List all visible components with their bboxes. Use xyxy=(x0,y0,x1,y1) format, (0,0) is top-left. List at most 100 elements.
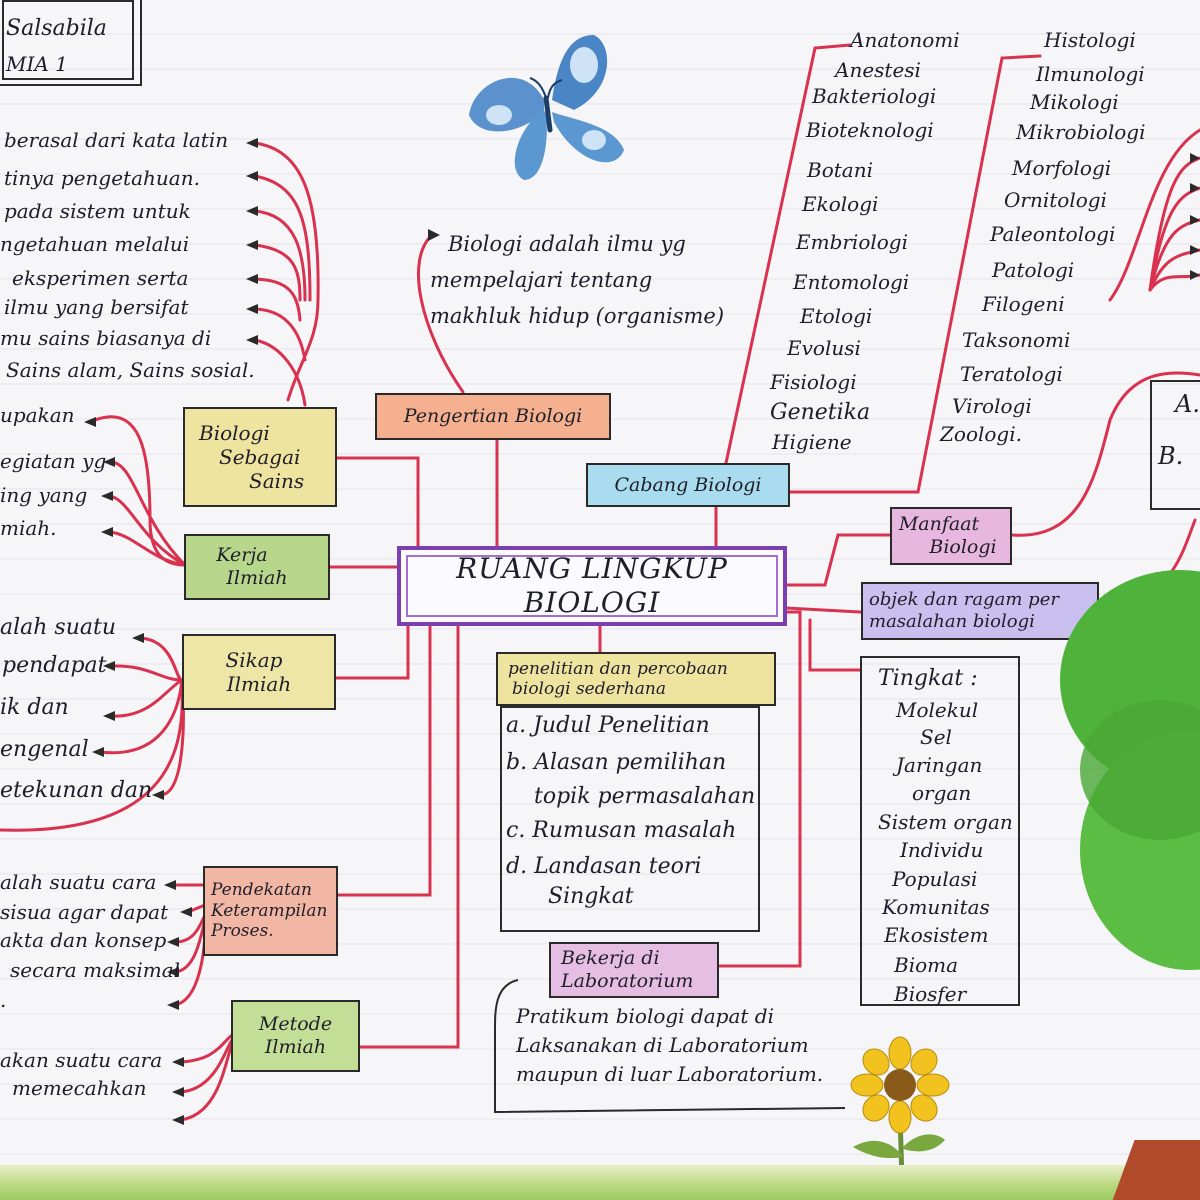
sains-line: pada sistem untuk xyxy=(4,199,191,223)
pengertian-title: Pengertian Biologi xyxy=(403,405,583,428)
pendekatan-line: akta dan konsep xyxy=(0,928,167,952)
sains-title-line: Sains xyxy=(249,469,305,493)
pengertian-node: Pengertian Biologi xyxy=(375,393,611,440)
penelitian-item: a. Judul Penelitian xyxy=(506,713,710,738)
pengertian-text: Biologi adalah ilmu yg mempelajari tenta… xyxy=(430,226,724,334)
cabang-item: Bakteriologi xyxy=(812,84,937,108)
laboratorium-title-line: Bekerja di xyxy=(561,947,660,970)
pendekatan-title-line: Proses. xyxy=(211,921,274,942)
kerja-line: egiatan yg xyxy=(0,449,107,473)
sains-line: ngetahuan melalui xyxy=(0,232,190,256)
manfaat-point: A. xyxy=(1175,390,1200,418)
kerja-line: ing yang xyxy=(0,483,88,507)
sikap-title-line: Ilmiah xyxy=(226,672,292,696)
laboratorium-line: maupun di luar Laboratorium. xyxy=(516,1062,824,1086)
kerja-title-line: Ilmiah xyxy=(226,567,288,589)
sains-line: berasal dari kata latin xyxy=(4,128,229,152)
objek-node: objek dan ragam per masalahan biologi xyxy=(861,582,1099,640)
tingkat-item: Molekul xyxy=(896,698,979,722)
sikap-line: ik dan xyxy=(0,695,69,720)
cabang-item: Ilmunologi xyxy=(1036,62,1145,86)
penelitian-title-line: penelitian dan percobaan xyxy=(508,658,728,679)
sains-line: eksperimen serta xyxy=(12,266,189,290)
cabang-item: Mikrobiologi xyxy=(1016,120,1146,144)
cabang-item: Etologi xyxy=(800,304,873,328)
sains-node: Biologi Sebagai Sains xyxy=(183,407,337,507)
cabang-item: Paleontologi xyxy=(990,222,1116,246)
kerja-node: Kerja Ilmiah xyxy=(184,534,330,600)
tingkat-item: organ xyxy=(912,781,972,805)
penelitian-item: Singkat xyxy=(548,884,634,909)
penelitian-list-frame xyxy=(500,706,760,932)
metode-line: akan suatu cara xyxy=(0,1048,163,1072)
sikap-line: alah suatu xyxy=(0,615,117,640)
sikap-line: pendapat xyxy=(2,653,107,678)
tingkat-item: Biosfer xyxy=(894,982,967,1006)
penelitian-item: d. Landasan teori xyxy=(506,854,702,879)
metode-title-line: Metode xyxy=(258,1013,333,1036)
sains-line: mu sains biasanya di xyxy=(0,326,212,350)
kerja-line: upakan xyxy=(0,403,75,427)
cabang-item: Ornitologi xyxy=(1004,188,1107,212)
central-topic: RUANG LINGKUP BIOLOGI xyxy=(397,546,787,626)
cabang-item: Anatonomi xyxy=(850,28,960,52)
metode-title-line: Ilmiah xyxy=(264,1036,327,1058)
penelitian-item: c. Rumusan masalah xyxy=(506,818,737,843)
pengertian-line: makhluk hidup (organisme) xyxy=(430,304,725,328)
sikap-line: etekunan dan xyxy=(0,778,153,803)
sikap-node: Sikap Ilmiah xyxy=(182,634,336,710)
pendekatan-line: alah suatu cara xyxy=(0,870,157,894)
laboratorium-line: Laksanakan di Laboratorium xyxy=(516,1033,809,1057)
sikap-line: engenal xyxy=(0,737,89,762)
pendekatan-node: Pendekatan Keterampilan Proses. xyxy=(203,866,338,956)
objek-title-line: objek dan ragam per xyxy=(869,589,1059,611)
tingkat-item: Ekosistem xyxy=(884,923,989,947)
cabang-item: Bioteknologi xyxy=(806,118,934,142)
manfaat-node: Manfaat Biologi xyxy=(890,507,1012,565)
tingkat-item: Bioma xyxy=(894,953,959,977)
sikap-title-line: Sikap xyxy=(225,648,283,672)
manfaat-title-line: Biologi xyxy=(929,536,997,558)
objek-title-line: masalahan biologi xyxy=(869,611,1035,632)
cabang-item: Evolusi xyxy=(787,336,861,360)
metode-node: Metode Ilmiah xyxy=(231,1000,360,1072)
manfaat-title-line: Manfaat xyxy=(898,513,980,536)
cabang-item: Anestesi xyxy=(835,58,921,82)
pendekatan-line: secara maksimal xyxy=(10,958,181,982)
laboratorium-title-line: Laboratorium xyxy=(561,970,694,992)
laboratorium-node: Bekerja di Laboratorium xyxy=(549,942,719,998)
student-class: MIA 1 xyxy=(6,52,68,76)
sains-line: Sains alam, Sains sosial. xyxy=(6,358,255,382)
cabang-item: Ekologi xyxy=(802,192,879,216)
cabang-item: Virologi xyxy=(952,394,1032,418)
cabang-item: Mikologi xyxy=(1030,90,1119,114)
manfaat-points-frame xyxy=(1150,380,1200,510)
metode-line: memecahkan xyxy=(12,1076,147,1100)
tingkat-item: Individu xyxy=(900,838,984,862)
tingkat-item: Jaringan xyxy=(896,753,983,777)
sains-title-line: Sebagai xyxy=(219,445,301,469)
pengertian-line: mempelajari tentang xyxy=(430,268,653,292)
penelitian-node: penelitian dan percobaan biologi sederha… xyxy=(496,652,776,706)
pendekatan-line: . xyxy=(0,988,7,1012)
cabang-item: Genetika xyxy=(770,400,871,425)
laboratorium-line: Pratikum biologi dapat di xyxy=(516,1004,774,1028)
sains-title-line: Biologi xyxy=(199,421,270,445)
tingkat-item: Sistem organ xyxy=(878,810,1013,834)
penelitian-item: b. Alasan pemilihan xyxy=(506,750,727,775)
pengertian-line: Biologi adalah ilmu yg xyxy=(448,232,686,256)
cabang-item: Zoologi. xyxy=(940,422,1022,446)
cabang-item: Fisiologi xyxy=(770,370,857,394)
cabang-item: Histologi xyxy=(1044,28,1136,52)
cabang-item: Teratologi xyxy=(960,362,1063,386)
pendekatan-title-line: Keterampilan xyxy=(211,900,328,921)
cabang-item: Botani xyxy=(807,158,873,182)
name-tag: Salsabila MIA 1 xyxy=(0,0,142,86)
cabang-item: Embriologi xyxy=(796,230,909,254)
tingkat-item: Komunitas xyxy=(882,895,990,919)
cabang-item: Filogeni xyxy=(982,292,1065,316)
cabang-title: Cabang Biologi xyxy=(614,473,762,496)
sunflower-icon xyxy=(850,1036,950,1181)
butterfly-icon xyxy=(469,35,624,180)
